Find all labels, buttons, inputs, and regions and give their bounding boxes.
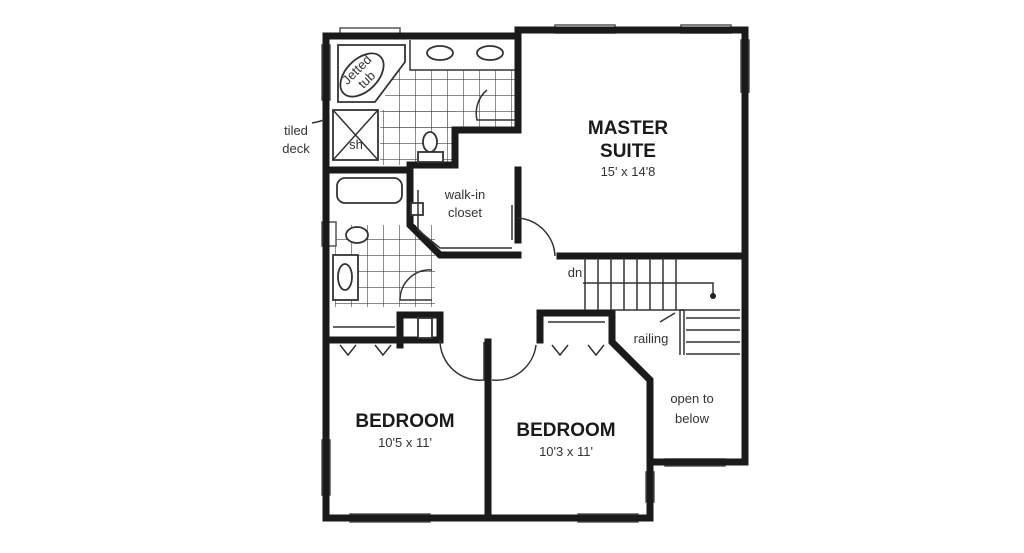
walls (322, 26, 749, 522)
railing-label: railing (634, 331, 669, 346)
stair-direction-dot (710, 293, 716, 299)
bath-fixtures (332, 40, 515, 301)
open-to-below-label-2: below (675, 411, 710, 426)
bedroom-right-label: BEDROOM (516, 420, 615, 441)
doors (333, 190, 605, 381)
walk-in-closet-label: walk-in (444, 187, 485, 202)
master-suite-size: 15' x 14'8 (601, 164, 656, 179)
room-labels: MASTER SUITE 15' x 14'8 BEDROOM 10'5 x 1… (282, 52, 713, 459)
walk-in-closet-label-2: closet (448, 205, 482, 220)
tiled-deck-label: tiled (284, 123, 308, 138)
bedroom-left-label: BEDROOM (355, 411, 454, 432)
master-suite-label-2: SUITE (600, 141, 656, 162)
stairs-down-label: dn (568, 265, 582, 280)
staircase (311, 119, 740, 355)
bedroom-left-size: 10'5 x 11' (378, 435, 432, 450)
bedroom-right-size: 10'3 x 11' (539, 444, 593, 459)
shower-label: sh (349, 137, 363, 152)
tiled-deck-label-2: deck (282, 141, 310, 156)
master-suite-label: MASTER (588, 118, 669, 139)
open-to-below-label: open to (670, 391, 713, 406)
